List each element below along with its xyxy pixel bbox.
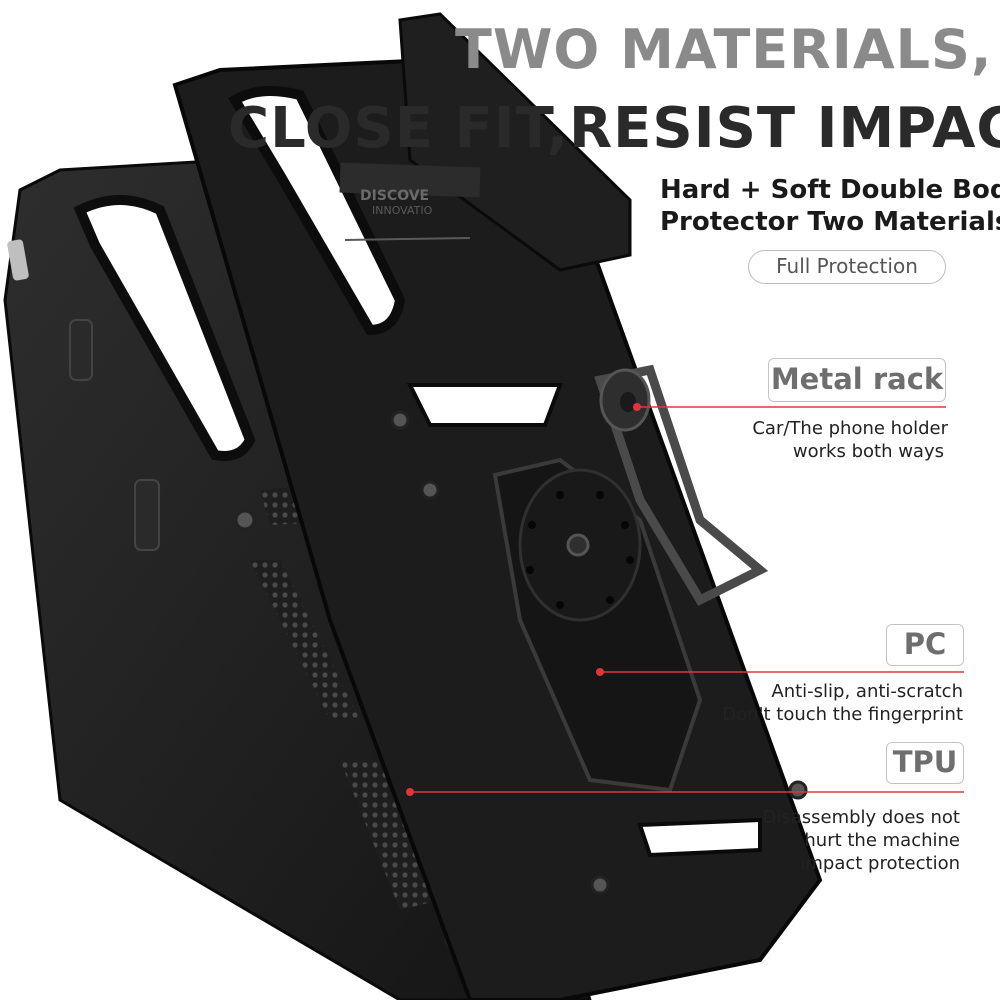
front-frame: DISCOVE INNOVATIO — [172, 12, 823, 1000]
engraving-line1: DISCOVE — [360, 188, 429, 204]
metal-ring-holder — [594, 364, 769, 606]
tpu-desc-line2: hurt the machine — [804, 830, 960, 851]
full-protection-badge: Full Protection — [748, 250, 946, 284]
subheading-line1: Hard + Soft Double Body — [660, 175, 1000, 205]
headline-line1: TWO MATERIALS, — [455, 18, 993, 81]
metal-rack-tag: Metal rack — [768, 358, 946, 402]
tpu-desc-line3: impact protection — [800, 853, 960, 874]
tpu-desc-line1: Disassembly does not — [762, 807, 960, 828]
texture-panel — [250, 560, 360, 720]
pc-tag: PC — [886, 624, 964, 666]
camera-slider — [398, 12, 632, 272]
engraving-line2: INNOVATIO — [372, 204, 433, 217]
tpu-tag: TPU — [886, 742, 964, 784]
leader-lines — [406, 403, 964, 796]
leader-dot-tpu — [406, 788, 414, 796]
metal-rack-desc-line1: Car/The phone holder — [752, 418, 948, 439]
metal-rack-desc-line2: works both ways — [792, 441, 944, 462]
leader-dot-metal — [633, 403, 641, 411]
subheading-line2: Protector Two Materials — [660, 207, 1000, 237]
pc-desc-line2: Don't touch the fingerprint — [722, 704, 963, 725]
texture-panel — [340, 760, 440, 910]
headline-line2: CLOSE FIT,RESIST IMPACT — [228, 96, 1000, 161]
pc-desc-line1: Anti-slip, anti-scratch — [771, 681, 963, 702]
leader-dot-pc — [596, 668, 604, 676]
